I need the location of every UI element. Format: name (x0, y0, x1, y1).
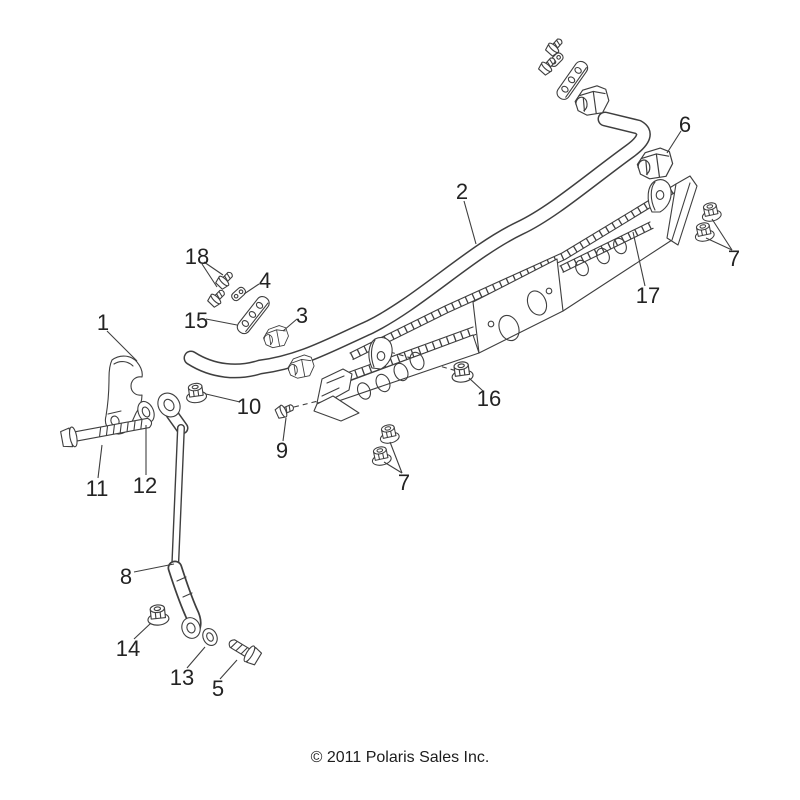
bolt-upper-right-a (543, 34, 567, 58)
callout-17: 17 (636, 283, 660, 308)
bolt-18a (213, 268, 237, 291)
callout-11: 11 (86, 476, 109, 501)
callout-15: 15 (184, 308, 208, 333)
callout-3: 3 (296, 303, 308, 328)
nut-10 (184, 381, 208, 405)
rail-scallop-holes-right (575, 237, 627, 277)
callout-12: 12 (133, 473, 157, 498)
bolt-18b (205, 286, 229, 309)
callout-2: 2 (456, 179, 468, 204)
stabilizer-link-8 (157, 392, 202, 639)
callouts: 1 2 3 4 5 6 7 7 8 9 10 11 12 13 14 15 16… (86, 112, 741, 701)
callout-5: 5 (212, 676, 224, 701)
callout-9: 9 (276, 438, 288, 463)
rail-tab-left (368, 336, 393, 370)
callout-13: 13 (170, 665, 194, 690)
bushing-upper-right (573, 84, 611, 117)
leader-lines (97, 130, 733, 680)
callout-10: 10 (237, 394, 261, 419)
callout-7-lower: 7 (398, 470, 410, 495)
callout-16: 16 (477, 386, 501, 411)
clamp-plate-15 (234, 293, 273, 337)
nut-14 (145, 603, 171, 627)
callout-14: 14 (116, 636, 140, 661)
link-upper-eye (157, 392, 181, 418)
spacer-13 (202, 627, 218, 647)
rail-tab-right (647, 179, 672, 213)
rail-plate-holes (487, 287, 553, 342)
callout-6: 6 (679, 112, 691, 137)
assembly-axis-lines (293, 351, 458, 408)
link-lower-eye (181, 617, 201, 639)
callout-8: 8 (120, 564, 132, 589)
callout-7-right: 7 (728, 246, 740, 271)
nut-7-right-a (699, 200, 723, 224)
nut-7-lower-a (377, 422, 401, 446)
nut-7-right-b (692, 220, 716, 244)
copyright-text: © 2011 Polaris Sales Inc. (311, 749, 490, 766)
sway-bar (183, 111, 651, 379)
rail-scallop-holes-left (356, 351, 425, 400)
frame-rail (313, 175, 698, 422)
callout-1: 1 (97, 310, 109, 335)
bolt-9 (273, 400, 297, 421)
bolt-5 (224, 633, 264, 668)
nut-16 (449, 359, 475, 385)
nut-7-lower-b (369, 444, 393, 468)
washer-12 (137, 400, 155, 424)
callout-18: 18 (185, 244, 209, 269)
callout-4: 4 (259, 268, 271, 293)
